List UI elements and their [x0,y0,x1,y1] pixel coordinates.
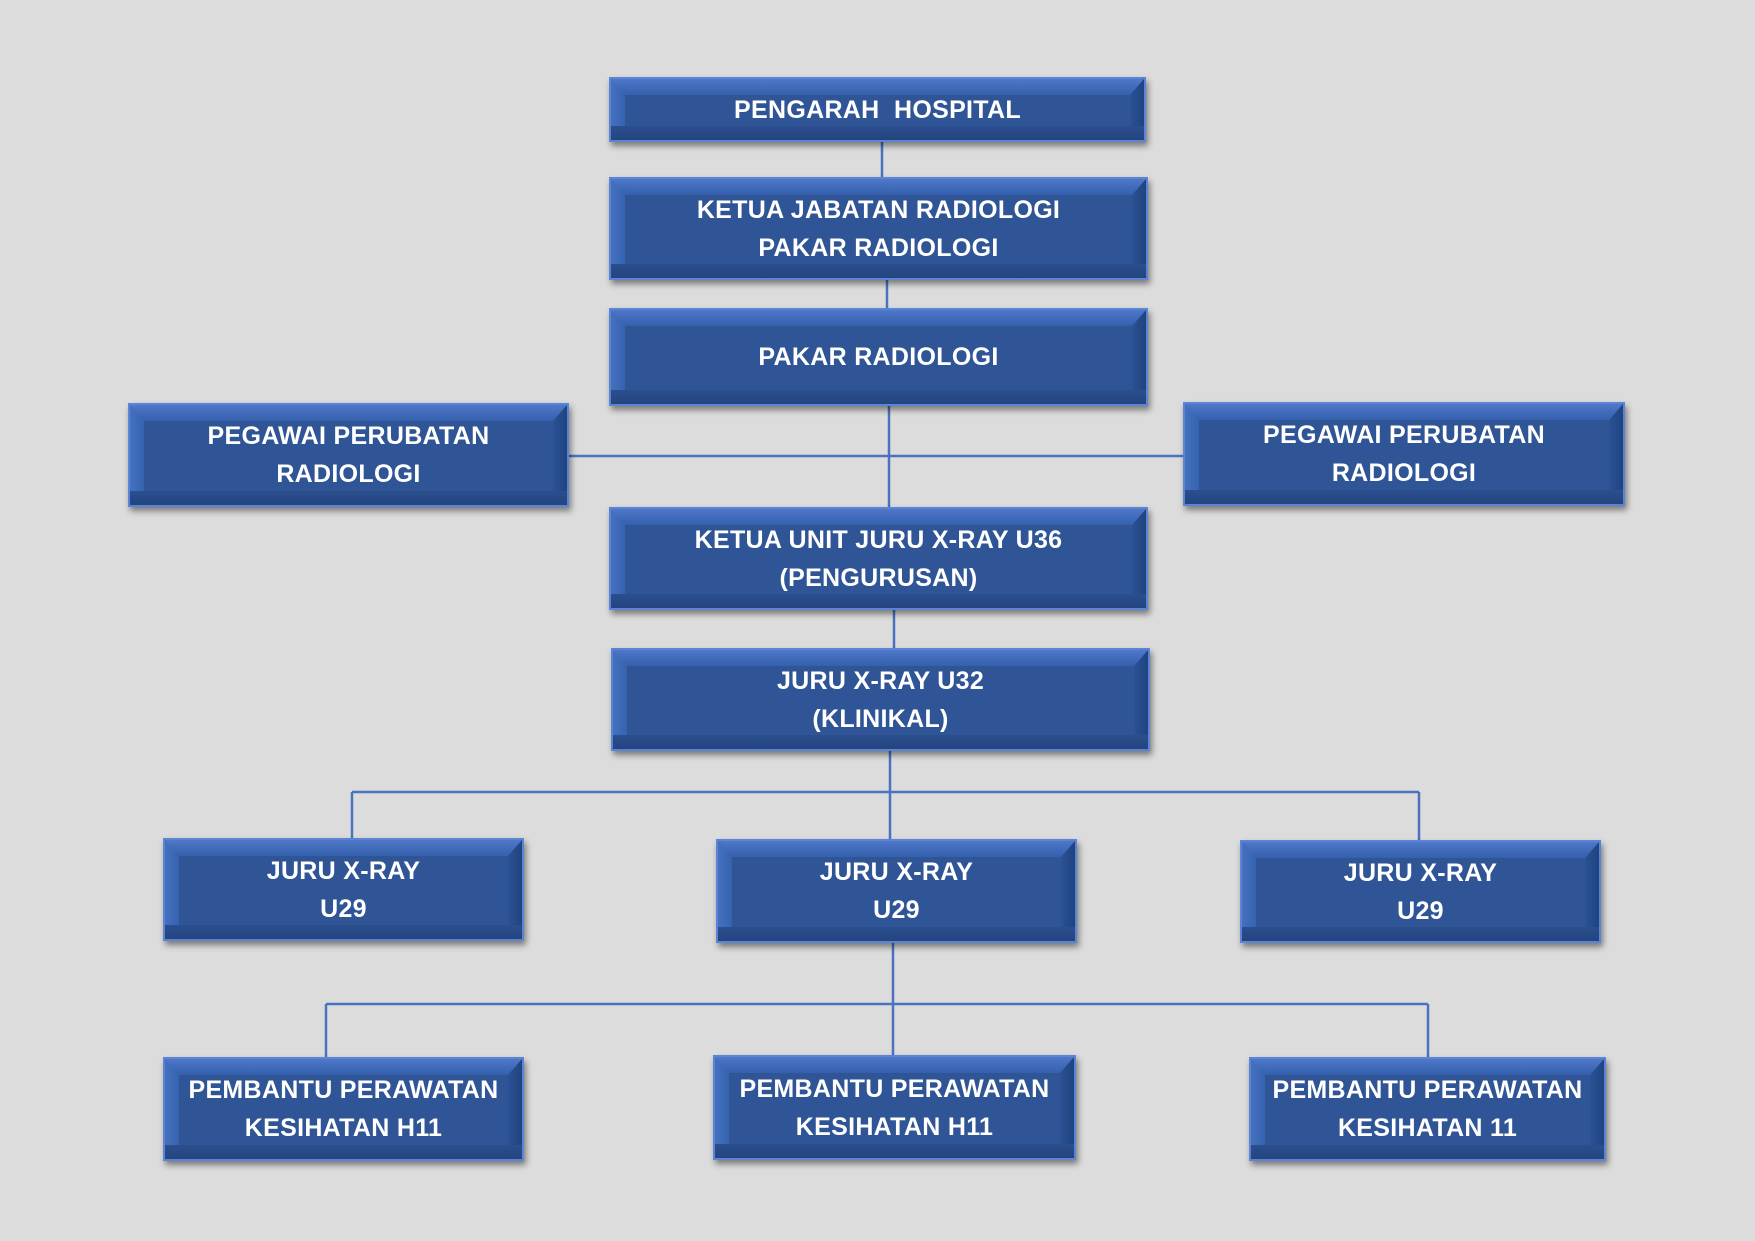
node-pakar-radiologi: PAKAR RADIOLOGI [609,308,1148,406]
node-pengarah-hospital: PENGARAH HOSPITAL [609,77,1146,142]
node-juru-xray-u29-right: JURU X-RAY U29 [1240,840,1601,943]
node-juru-xray-u29-left: JURU X-RAY U29 [163,838,524,941]
node-label-line: U29 [320,894,367,923]
node-pembantu-perawatan-left: PEMBANTU PERAWATAN KESIHATAN H11 [163,1057,524,1161]
node-label-line: RADIOLOGI [1331,459,1477,487]
node-label-line: KETUA UNIT JURU X-RAY U36 [694,525,1063,554]
node-label-line: U29 [1397,896,1444,925]
node-pegawai-perubatan-left: PEGAWAI PERUBATAN RADIOLOGI [128,403,569,507]
node-label-line: PEMBANTU PERAWATAN [1272,1076,1583,1104]
node-label-line: JURU X-RAY U32 [776,666,985,695]
node-label-line: RADIOLOGI [276,460,421,488]
node-ketua-unit-juru-xray: KETUA UNIT JURU X-RAY U36 (PENGURUSAN) [609,507,1148,610]
node-juru-xray-u32: JURU X-RAY U32 (KLINIKAL) [611,648,1150,751]
node-label-line: U29 [873,896,920,924]
node-label-line: PEMBANTU PERAWATAN [188,1076,499,1104]
node-label-line: KESIHATAN 11 [1337,1114,1518,1142]
node-label-line: PENGARAH HOSPITAL [734,95,1021,124]
node-ketua-jabatan-radiologi: KETUA JABATAN RADIOLOGI PAKAR RADIOLOGI [609,177,1148,280]
node-pembantu-perawatan-middle: PEMBANTU PERAWATAN KESIHATAN H11 [713,1055,1076,1160]
node-label-line: KESIHATAN H11 [244,1114,443,1142]
node-label-line: JURU X-RAY [266,856,421,885]
node-label-line: PEGAWAI PERUBATAN [1263,421,1545,449]
node-juru-xray-u29-middle: JURU X-RAY U29 [716,839,1077,943]
node-pegawai-perubatan-right: PEGAWAI PERUBATAN RADIOLOGI [1183,402,1625,506]
node-label-line: PAKAR RADIOLOGI [758,343,999,371]
node-label-line: JURU X-RAY [819,858,974,886]
node-label-line: JURU X-RAY [1343,858,1498,887]
node-label-line: PAKAR RADIOLOGI [758,233,999,262]
node-pembantu-perawatan-right: PEMBANTU PERAWATAN KESIHATAN 11 [1249,1057,1606,1161]
node-label-line: PEMBANTU PERAWATAN [739,1074,1050,1103]
node-label-line: KESIHATAN H11 [795,1112,994,1141]
node-label-line: (PENGURUSAN) [779,563,978,592]
node-label-line: KETUA JABATAN RADIOLOGI [696,195,1061,224]
node-label-line: (KLINIKAL) [812,704,949,733]
node-label-line: PEGAWAI PERUBATAN [207,422,490,450]
